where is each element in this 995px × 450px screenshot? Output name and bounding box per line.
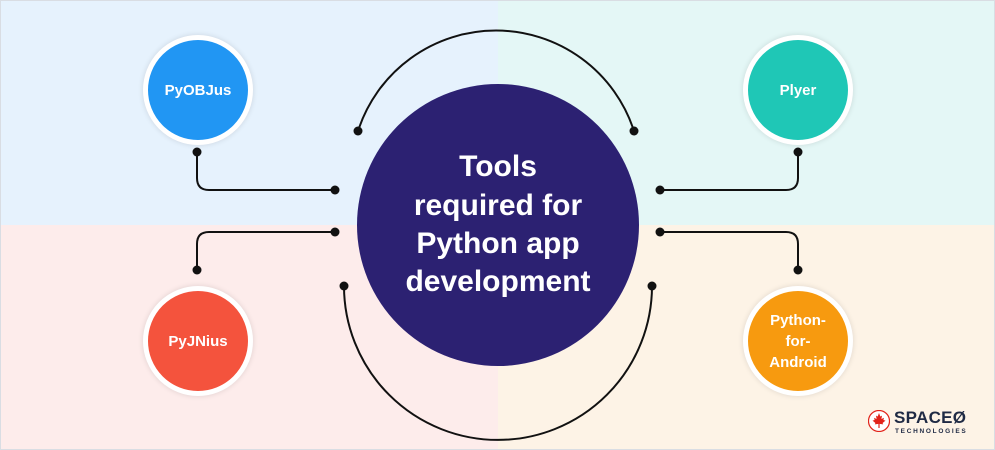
connector-pyobjus — [196, 152, 335, 191]
node-label: Plyer — [779, 81, 817, 99]
connector-dot — [793, 147, 803, 157]
connector-pyjnius — [196, 231, 335, 270]
node-pyjnius: PyJNius — [143, 286, 253, 396]
center-hub: Tools required for Python app developmen… — [357, 84, 639, 366]
arc-dot — [629, 126, 639, 136]
connector-dot — [330, 185, 340, 195]
connector-dot — [655, 227, 665, 237]
connector-dot — [793, 265, 803, 275]
node-label: PyJNius — [168, 332, 228, 350]
node-label: Python-for-Android — [769, 311, 827, 371]
company-logo: SPACEØ TECHNOLOGIES — [868, 407, 986, 437]
connector-python-for-android — [660, 231, 799, 270]
connector-dot — [192, 147, 202, 157]
connector-dot — [192, 265, 202, 275]
arc-dot — [339, 281, 349, 291]
node-label: PyOBJus — [164, 81, 232, 99]
node-python-for-android: Python-for-Android — [743, 286, 853, 396]
connector-dot — [330, 227, 340, 237]
node-pyobjus: PyOBJus — [143, 35, 253, 145]
connector-dot — [655, 185, 665, 195]
connector-plyer — [660, 152, 799, 191]
center-title: Tools required for Python app developmen… — [405, 150, 591, 299]
node-plyer: Plyer — [743, 35, 853, 145]
arc-dot — [647, 281, 657, 291]
logo-wordmark: SPACEØ — [894, 408, 967, 427]
arc-top — [357, 29, 635, 132]
arc-dot — [353, 126, 363, 136]
arc-bottom — [343, 285, 653, 441]
logo-tagline: TECHNOLOGIES — [895, 428, 968, 435]
maple-leaf-icon — [868, 410, 890, 432]
